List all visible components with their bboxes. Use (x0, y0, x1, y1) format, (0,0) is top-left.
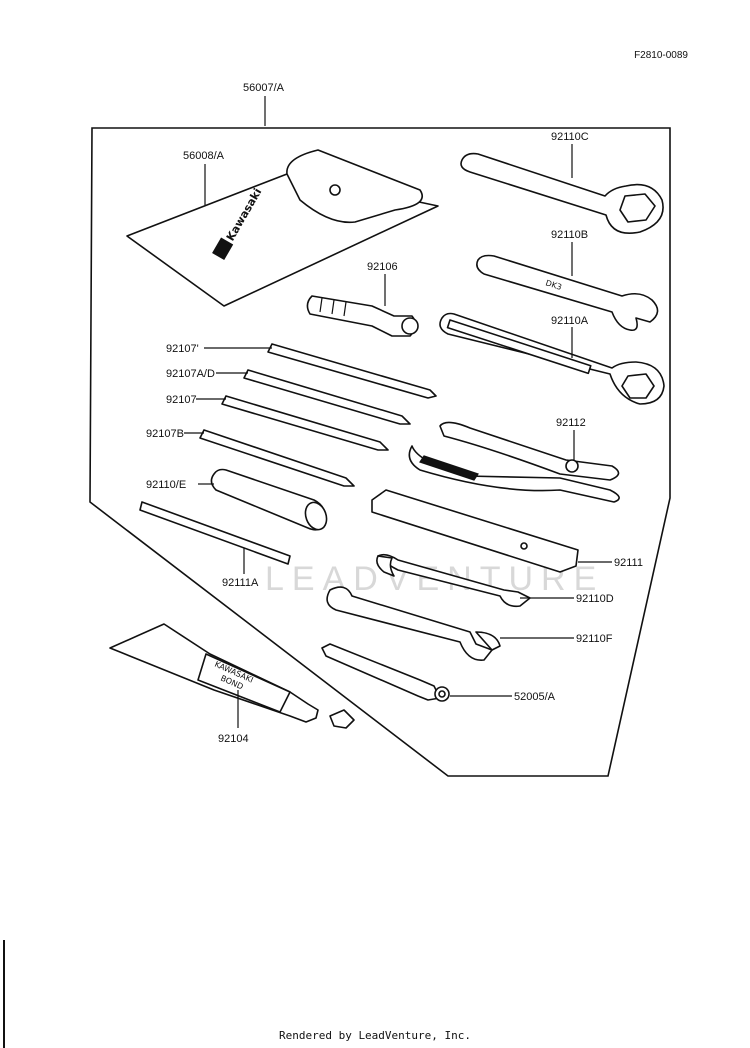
box-spanner-92110a[interactable] (439, 312, 665, 405)
tommy-bar-92111a[interactable] (139, 501, 291, 565)
part-label-92110d[interactable]: 92110D (576, 593, 614, 605)
part-label-92104[interactable]: 92104 (218, 733, 249, 745)
part-label-92107b[interactable]: 92107B (146, 428, 184, 440)
part-label-92111a[interactable]: 92111A (222, 577, 259, 589)
part-label-92111[interactable]: 92111 (614, 557, 643, 569)
part-label-56008[interactable]: 56008/A (183, 150, 225, 162)
part-label-92107-2[interactable]: 92107 (166, 394, 197, 406)
plug-spanner-92110e[interactable] (210, 468, 330, 533)
screwdriver-bit-92107b[interactable] (199, 429, 355, 487)
pliers-92112[interactable] (408, 421, 620, 503)
part-label-52005a[interactable]: 52005/A (514, 691, 556, 703)
footer-credit: Rendered by LeadVenture, Inc. (278, 1029, 472, 1042)
part-label-92110a[interactable]: 92110A (551, 315, 589, 327)
part-label-92106[interactable]: 92106 (367, 261, 398, 273)
part-label-92110f[interactable]: 92110F (576, 633, 613, 645)
ring-spanner-92110c[interactable] (460, 152, 664, 234)
bond-tube-92104[interactable]: KAWASAKI BOND (109, 623, 355, 729)
tool-pouch[interactable]: Kawasaki (126, 149, 439, 307)
screwdriver-52005a[interactable] (321, 643, 450, 702)
open-spanner-92110b[interactable]: DK3 (476, 254, 659, 332)
part-label-56007[interactable]: 56007/A (243, 82, 285, 94)
extension-bar-92111[interactable] (371, 489, 579, 573)
open-spanner-92110f[interactable] (326, 586, 501, 661)
part-label-92107-1[interactable]: 92107' (166, 343, 199, 355)
part-label-92107ad[interactable]: 92107A/D (166, 368, 215, 380)
screwdriver-bit-92107-2[interactable] (221, 395, 389, 451)
part-label-92110c[interactable]: 92110C (551, 131, 589, 143)
part-label-92110b[interactable]: 92110B (551, 229, 588, 241)
screwdriver-bit-92107ad[interactable] (243, 369, 411, 425)
part-label-92110e[interactable]: 92110/E (146, 479, 186, 491)
kit-boundary (89, 127, 671, 777)
open-spanner-92110d[interactable] (376, 553, 531, 608)
document-number: F2810-0089 (634, 50, 688, 61)
screwdriver-bit-92107-1[interactable] (267, 343, 437, 399)
part-label-92112[interactable]: 92112 (556, 417, 586, 429)
driver-handle-92106[interactable] (306, 295, 419, 337)
